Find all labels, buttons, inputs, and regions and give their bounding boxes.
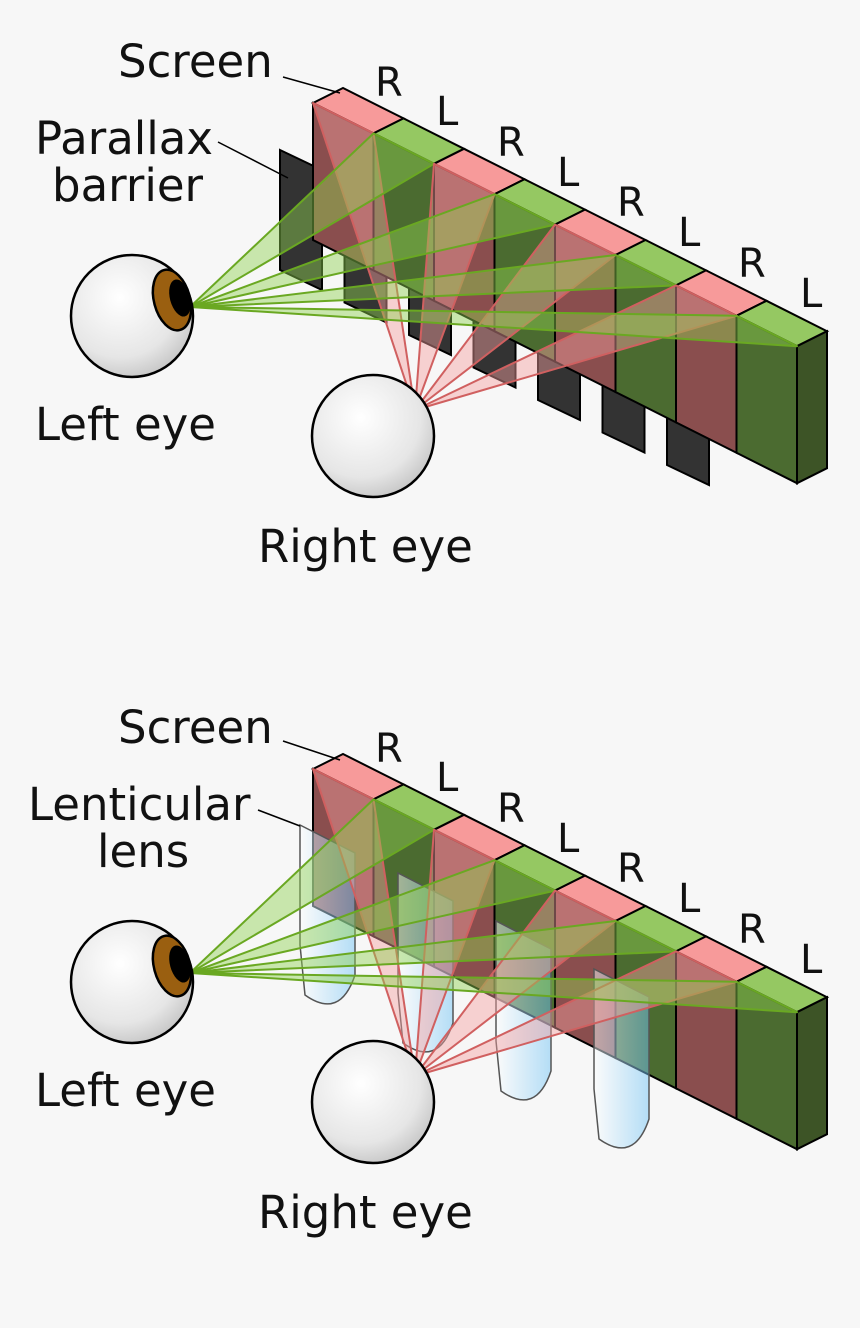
left-pupil <box>169 945 191 983</box>
pixel-letter: R <box>497 786 525 832</box>
right-eye <box>310 373 436 499</box>
barrier-label-line-2: barrier <box>52 159 204 212</box>
left-eye-label: Left eye <box>35 1064 216 1117</box>
pixel-letter: R <box>375 60 403 106</box>
left-eye-label: Left eye <box>35 398 216 451</box>
pixel-letter: L <box>800 271 823 317</box>
pixel-letter: L <box>678 876 701 922</box>
screen <box>310 86 830 485</box>
pixel-letter: R <box>375 726 403 772</box>
pixel-letter: R <box>497 120 525 166</box>
pixel-letters: R L R L R L R L <box>375 60 823 317</box>
left-eye-ray <box>189 859 556 974</box>
left-eye <box>69 919 195 1045</box>
pixel-letter: L <box>557 150 580 196</box>
pixel-letter: R <box>738 241 766 287</box>
left-eye-ray <box>189 920 677 974</box>
parallax-barrier-panel: Screen Parallax barrier Left eye Right e… <box>35 35 830 573</box>
lens-cylinder <box>593 967 650 1149</box>
left-eye <box>69 253 195 379</box>
right-eye <box>310 1039 436 1165</box>
lenticular-lens-panel: Screen Lenticular lens Left eye Right ey… <box>28 701 830 1239</box>
right-eye-ray <box>312 102 416 411</box>
left-eye-ray <box>189 798 435 974</box>
right-eye-ray <box>414 950 738 1077</box>
pixel-letter: R <box>617 180 645 226</box>
screen-end-face <box>796 995 828 1151</box>
lens-label-line-1: Lenticular <box>28 778 251 831</box>
pixel-letter: L <box>436 755 459 801</box>
left-eye-ray <box>189 254 677 308</box>
screen-pointer <box>282 76 341 94</box>
left-eye-ray <box>189 972 798 1014</box>
right-eye-ray <box>414 889 617 1077</box>
screen-label: Screen <box>118 35 273 88</box>
left-eye-ray <box>189 306 798 348</box>
light-rays <box>189 102 798 411</box>
barrier-pointer <box>217 141 289 179</box>
pixel-letter: R <box>738 907 766 953</box>
screen-end-face <box>796 329 828 485</box>
pixel-letter: L <box>557 816 580 862</box>
pixel-letter: L <box>436 89 459 135</box>
pixel-letter: R <box>617 846 645 892</box>
barrier-label-line-1: Parallax <box>35 112 213 165</box>
screen-pointer <box>282 740 341 761</box>
right-eyeball <box>310 1039 436 1165</box>
lens-cylinder <box>495 919 552 1101</box>
right-eye-ray <box>414 284 738 411</box>
right-eye-ray <box>414 223 617 411</box>
right-eye-ray <box>414 828 496 1077</box>
lens-label-line-2: lens <box>97 825 189 878</box>
right-eye-label: Right eye <box>258 1186 473 1239</box>
pixel-letters: R L R L R L R L <box>375 726 823 983</box>
light-rays <box>189 768 798 1077</box>
right-eye-ray <box>312 768 416 1077</box>
left-eye-ray <box>189 132 435 308</box>
right-eyeball <box>310 373 436 499</box>
lenticular-lens <box>299 823 650 1149</box>
screen-label: Screen <box>118 701 273 754</box>
left-eye-ray <box>189 193 556 308</box>
pixel-letter: L <box>678 210 701 256</box>
left-pupil <box>169 279 191 317</box>
pixel-letter: L <box>800 937 823 983</box>
lens-pointer <box>257 809 301 827</box>
right-eye-label: Right eye <box>258 520 473 573</box>
right-eye-ray <box>414 162 496 411</box>
